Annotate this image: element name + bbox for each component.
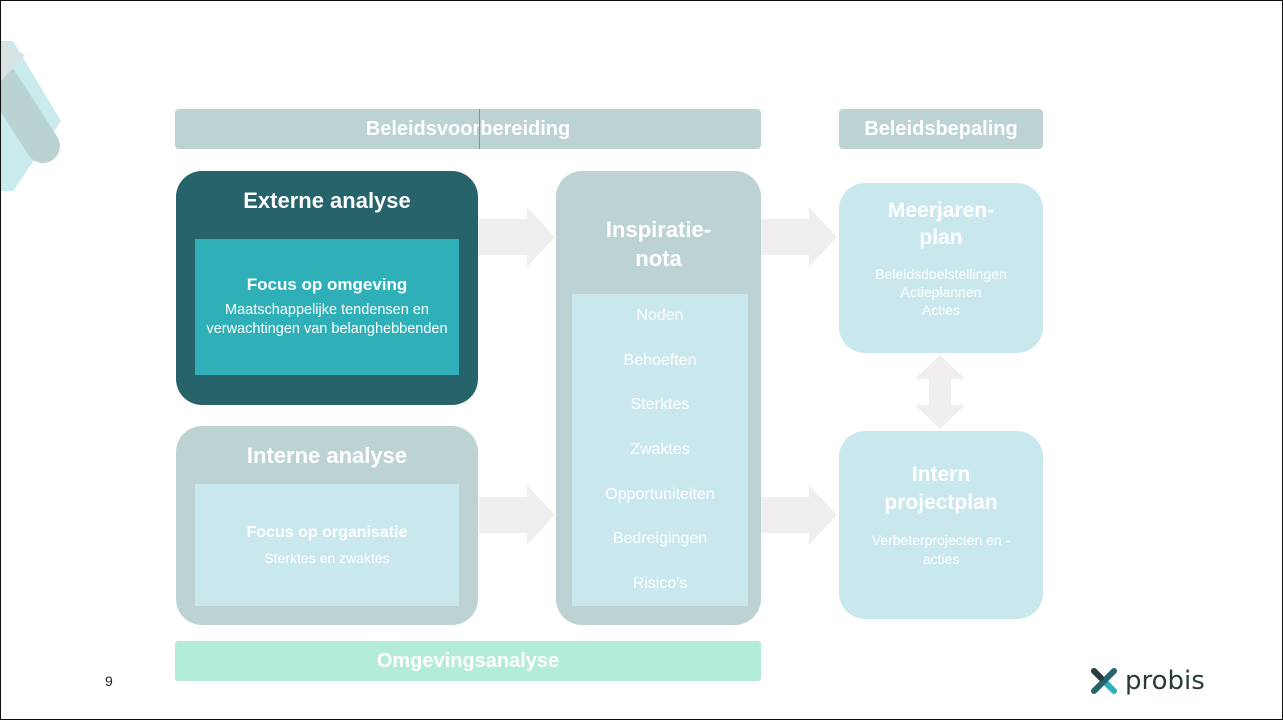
list-item: Behoeften <box>623 351 697 369</box>
card-line: Actieplannen <box>900 284 982 300</box>
card-title: Inspiratie- nota <box>556 215 761 273</box>
card-intern-projectplan: Intern projectplan Verbeterprojecten en … <box>839 431 1043 619</box>
card-meerjarenplan: Meerjaren- plan Beleidsdoelstellingen Ac… <box>839 183 1043 353</box>
list-item: Risico's <box>632 574 688 592</box>
card-externe-analyse: Externe analyse Focus op omgeving Maatsc… <box>176 171 478 405</box>
list-item: Sterktes <box>630 396 690 414</box>
card-title-line: plan <box>919 226 963 249</box>
list-item: Zwaktes <box>630 441 690 459</box>
card-title-line: Inspiratie- <box>605 217 712 242</box>
footer-omgevingsanalyse: Omgevingsanalyse <box>175 641 761 681</box>
header-label: Beleidsvoorbereiding <box>365 117 571 140</box>
arrow-right-icon <box>761 485 837 545</box>
card-title: Interne analyse <box>246 443 408 468</box>
probis-logo: probis <box>1089 663 1209 699</box>
card-title: Intern projectplan <box>839 461 1043 517</box>
arrow-right-icon <box>479 207 555 267</box>
arrow-updown-icon <box>915 355 965 429</box>
list-item: Bedreigingen <box>612 530 708 548</box>
header-beleidsvoorbereiding: Beleidsvoorbereiding <box>175 109 761 149</box>
card-lines: Beleidsdoelstellingen Actieplannen Actie… <box>839 265 1043 319</box>
decorative-chevron-icon <box>1 41 61 191</box>
probis-x-icon <box>1091 668 1117 694</box>
focus-text: Sterktes en zwaktes <box>264 550 390 566</box>
card-interne-analyse: Interne analyse Focus op organisatie Ste… <box>176 426 478 625</box>
page-number: 9 <box>105 673 113 689</box>
list-item: Opportuniteiten <box>605 485 715 503</box>
footer-label: Omgevingsanalyse <box>376 649 560 672</box>
card-line: acties <box>922 551 960 567</box>
card-line: Acties <box>921 302 961 318</box>
card-title: Meerjaren- plan <box>839 197 1043 251</box>
logo-text: probis <box>1125 666 1205 696</box>
card-text: Verbeterprojecten en - acties <box>839 531 1043 569</box>
card-title-line: Intern <box>911 463 971 486</box>
card-title-line: projectplan <box>884 491 998 514</box>
arrow-right-icon <box>761 207 837 267</box>
header-beleidsbepaling: Beleidsbepaling <box>839 109 1043 149</box>
card-line: Verbeterprojecten en - <box>871 532 1011 548</box>
card-title-line: Meerjaren- <box>887 199 995 222</box>
focus-box-omgeving: Focus op omgeving Maatschappelijke tende… <box>195 239 459 375</box>
divider <box>479 109 480 149</box>
card-inspiratienota: Inspiratie- nota Noden Behoeften Sterkte… <box>556 171 761 625</box>
card-line: Beleidsdoelstellingen <box>875 266 1007 282</box>
inspiration-list: Noden Behoeften Sterktes Zwaktes Opportu… <box>572 294 748 606</box>
card-title-line: nota <box>635 246 682 271</box>
focus-title: Focus op organisatie <box>246 524 408 541</box>
header-label: Beleidsbepaling <box>864 117 1018 140</box>
focus-title: Focus op omgeving <box>246 275 408 294</box>
list-item: Noden <box>636 307 684 325</box>
focus-text: Maatschappelijke tendensen en verwachtin… <box>206 302 448 337</box>
arrow-right-icon <box>479 485 555 545</box>
focus-box-organisatie: Focus op organisatie Sterktes en zwaktes <box>195 484 459 606</box>
card-title: Externe analyse <box>243 188 411 213</box>
